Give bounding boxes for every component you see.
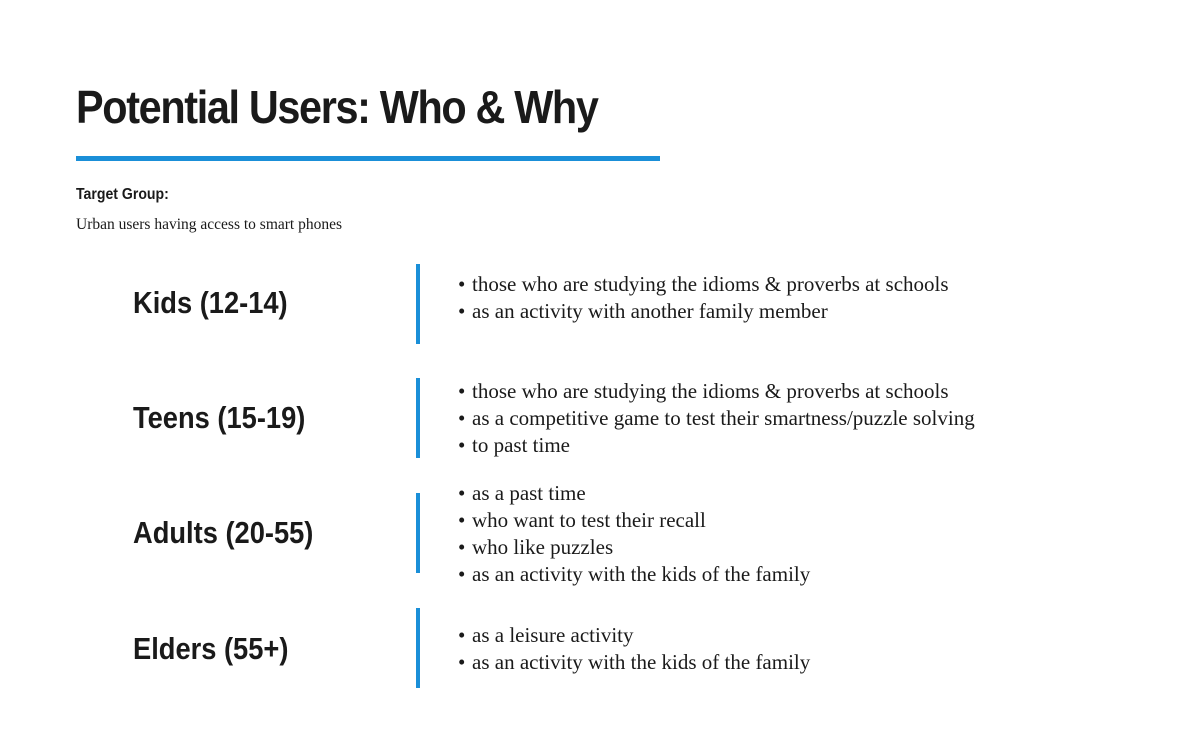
target-group-description: Urban users having access to smart phone… bbox=[76, 216, 343, 233]
reason-item: •those who are studying the idioms & pro… bbox=[458, 272, 949, 296]
reason-item: •as a leisure activity bbox=[458, 623, 634, 647]
target-group-label: Target Group: bbox=[76, 186, 169, 203]
reason-text: as a past time bbox=[472, 481, 586, 505]
reason-item: •those who are studying the idioms & pro… bbox=[458, 379, 949, 403]
group-reasons-list: •as a leisure activity •as an activity w… bbox=[458, 622, 810, 676]
reason-text: who want to test their recall bbox=[472, 508, 706, 532]
reason-item: •who like puzzles bbox=[458, 535, 614, 559]
reason-text: those who are studying the idioms & prov… bbox=[472, 379, 949, 403]
reason-item: •who want to test their recall bbox=[458, 508, 706, 532]
group-name: Kids (12-14) bbox=[133, 285, 288, 320]
reason-item: •as an activity with another family memb… bbox=[458, 299, 828, 323]
group-name: Adults (20-55) bbox=[133, 515, 314, 550]
reason-text: as an activity with the kids of the fami… bbox=[472, 650, 811, 674]
reason-text: as a leisure activity bbox=[472, 623, 634, 647]
group-reasons-list: •those who are studying the idioms & pro… bbox=[458, 271, 949, 325]
reason-item: •as a past time bbox=[458, 481, 586, 505]
group-divider bbox=[416, 493, 420, 573]
reason-item: •as an activity with the kids of the fam… bbox=[458, 650, 811, 674]
reason-text: who like puzzles bbox=[472, 535, 614, 559]
reason-item: •to past time bbox=[458, 433, 570, 457]
title-underline bbox=[76, 156, 660, 161]
reason-item: •as an activity with the kids of the fam… bbox=[458, 562, 811, 586]
group-divider bbox=[416, 264, 420, 344]
reason-text: as an activity with the kids of the fami… bbox=[472, 562, 811, 586]
reason-text: to past time bbox=[472, 433, 570, 457]
group-reasons-list: •as a past time •who want to test their … bbox=[458, 480, 810, 588]
reason-text: as an activity with another family membe… bbox=[472, 299, 828, 323]
reason-item: •as a competitive game to test their sma… bbox=[458, 406, 975, 430]
group-divider bbox=[416, 608, 420, 688]
group-name: Teens (15-19) bbox=[133, 400, 306, 435]
group-reasons-list: •those who are studying the idioms & pro… bbox=[458, 378, 975, 459]
group-name: Elders (55+) bbox=[133, 631, 289, 666]
reason-text: as a competitive game to test their smar… bbox=[472, 406, 975, 430]
page-title: Potential Users: Who & Why bbox=[76, 81, 599, 133]
group-divider bbox=[416, 378, 420, 458]
reason-text: those who are studying the idioms & prov… bbox=[472, 272, 949, 296]
